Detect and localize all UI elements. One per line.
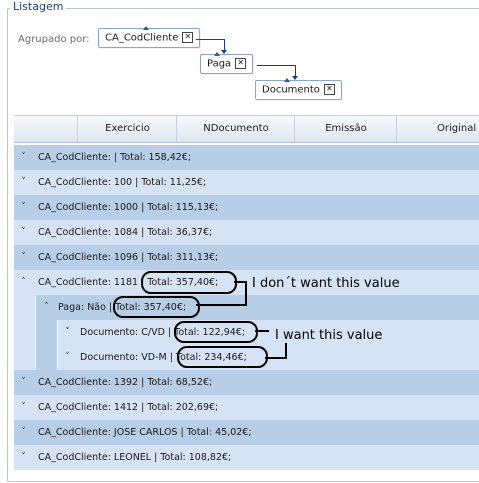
annotation-highlight-oval <box>141 271 237 294</box>
annotation-highlight-oval <box>113 296 200 318</box>
chevron-down-icon[interactable]: ˅ <box>21 402 26 412</box>
remove-icon[interactable]: ✕ <box>323 84 335 95</box>
annotation-line <box>285 343 287 359</box>
group-row-label: CA_CodCliente: 1096 | Total: 311,13€; <box>38 252 219 263</box>
subgroup-row-expanded[interactable]: ˄ Paga: Não | Total: 357,40€; <box>36 295 479 321</box>
column-header-emissao[interactable]: Emissão <box>294 116 397 142</box>
group-row[interactable]: ˅ CA_CodCliente: 1412 | Total: 202,69€; <box>14 395 479 421</box>
annotation-line <box>265 357 287 359</box>
group-row[interactable]: ˅ CA_CodCliente: JOSE CARLOS | Total: 45… <box>14 420 479 446</box>
chevron-up-icon[interactable]: ˄ <box>44 302 49 312</box>
column-header-ndocumento[interactable]: NDocumento <box>176 116 295 142</box>
chevron-down-icon[interactable]: ˅ <box>65 352 70 362</box>
annotation-line <box>234 281 247 283</box>
subgroup-row-label: Paga: Não | Total: 357,40€; <box>58 302 187 313</box>
group-connector <box>257 65 296 77</box>
remove-icon[interactable]: ✕ <box>235 58 247 69</box>
document-group-row[interactable]: ˅ Documento: C/VD | Total: 122,94€; <box>58 320 479 346</box>
chevron-down-icon[interactable]: ˅ <box>21 252 26 262</box>
group-row-label: CA_CodCliente: | Total: 158,42€; <box>38 152 192 163</box>
listagem-panel <box>7 8 479 482</box>
column-header-exercicio[interactable]: Exercicio <box>77 116 177 142</box>
document-group-label: Documento: VD-M | Total: 234,46€; <box>80 352 247 363</box>
group-chip-ca-codcliente[interactable]: CA_CodCliente✕ <box>98 28 201 48</box>
chevron-down-icon[interactable]: ˅ <box>21 452 26 462</box>
chevron-down-icon[interactable]: ˅ <box>21 202 26 212</box>
group-row[interactable]: ˅ CA_CodCliente: 1000 | Total: 115,13€; <box>14 195 479 221</box>
chevron-down-icon[interactable]: ˅ <box>21 152 26 162</box>
sort-ascending-icon <box>143 26 149 30</box>
arrow-down-icon <box>221 50 227 54</box>
group-row-label: CA_CodCliente: 1412 | Total: 202,69€; <box>38 402 219 413</box>
group-row[interactable]: ˅ CA_CodCliente: LEONEL | Total: 108,82€… <box>14 445 479 471</box>
chip-label: Documento <box>262 84 320 96</box>
group-by-label: Agrupado por: <box>18 34 90 45</box>
document-group-label: Documento: C/VD | Total: 122,94€; <box>80 327 246 338</box>
group-row[interactable]: ˅ CA_CodCliente: 1084 | Total: 36,37€; <box>14 220 479 246</box>
remove-icon[interactable]: ✕ <box>182 32 194 43</box>
sort-ascending-icon <box>284 78 290 82</box>
group-row[interactable]: ˅ CA_CodCliente: 100 | Total: 11,25€; <box>14 170 479 196</box>
group-connector <box>196 39 225 51</box>
annotation-line <box>255 330 269 332</box>
annotation-line <box>245 281 247 305</box>
column-header-original[interactable]: Original <box>396 116 479 142</box>
chevron-up-icon[interactable]: ˄ <box>21 277 26 287</box>
panel-title: Listagem <box>10 0 67 13</box>
header-spacer <box>14 116 77 142</box>
annotation-line <box>196 304 247 306</box>
chevron-down-icon[interactable]: ˅ <box>21 377 26 387</box>
chevron-down-icon[interactable]: ˅ <box>65 327 70 337</box>
column-header-label: Original <box>437 123 477 134</box>
group-row-label: CA_CodCliente: 1392 | Total: 68,52€; <box>38 377 213 388</box>
group-row-label: CA_CodCliente: JOSE CARLOS | Total: 45,0… <box>38 427 252 438</box>
group-chip-documento[interactable]: Documento✕ <box>255 80 342 100</box>
group-chip-paga[interactable]: Paga✕ <box>200 54 254 74</box>
group-indent <box>14 295 36 370</box>
chip-label: CA_CodCliente <box>105 32 179 44</box>
grid-header: Exercicio NDocumento Emissão Original <box>14 115 479 143</box>
arrow-down-icon <box>292 76 298 80</box>
chevron-down-icon[interactable]: ˅ <box>21 427 26 437</box>
sort-ascending-icon <box>214 52 220 56</box>
chip-label: Paga <box>207 58 232 70</box>
group-row-label: CA_CodCliente: 1181 | Total: 357,40€; <box>38 277 219 288</box>
group-row[interactable]: ˅ CA_CodCliente: | Total: 158,42€; <box>14 145 479 171</box>
chevron-down-icon[interactable]: ˅ <box>21 227 26 237</box>
subgroup-indent <box>36 320 58 370</box>
group-row-label: CA_CodCliente: 1084 | Total: 36,37€; <box>38 227 213 238</box>
chevron-down-icon[interactable]: ˅ <box>21 177 26 187</box>
annotation-highlight-oval <box>177 346 268 368</box>
group-row[interactable]: ˅ CA_CodCliente: 1392 | Total: 68,52€; <box>14 370 479 396</box>
group-row[interactable]: ˅ CA_CodCliente: 1096 | Total: 311,13€; <box>14 245 479 271</box>
annotation-highlight-oval <box>174 321 258 343</box>
group-row-label: CA_CodCliente: LEONEL | Total: 108,82€; <box>38 452 232 463</box>
annotation-dont-want: I don´t want this value <box>252 276 400 291</box>
group-row-label: CA_CodCliente: 100 | Total: 11,25€; <box>38 177 207 188</box>
annotation-want: I want this value <box>275 328 383 343</box>
group-row-label: CA_CodCliente: 1000 | Total: 115,13€; <box>38 202 219 213</box>
